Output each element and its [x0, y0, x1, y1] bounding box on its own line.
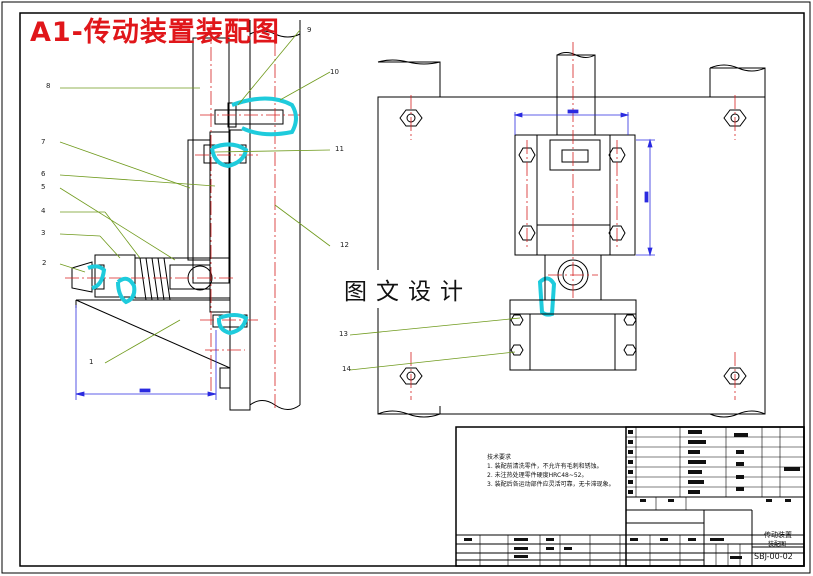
right-post — [709, 67, 766, 97]
balloon-label-14: 14 — [342, 365, 351, 373]
balloon-label-1: 1 — [89, 358, 94, 366]
base-block — [509, 299, 637, 371]
balloon-label-3: 3 — [41, 229, 46, 237]
highlight-marks — [87, 96, 557, 336]
balloon-label-7: 7 — [41, 138, 46, 146]
bracket-plate — [187, 139, 211, 261]
balloon-label-9: 9 — [307, 26, 312, 34]
notes-item: 1. 装配前清洗零件，不允许有毛刺和锈蚀。 — [487, 463, 603, 470]
drawing-number: SBJ-00-02 — [754, 552, 793, 561]
spring — [139, 257, 171, 301]
front-centerlines — [410, 42, 736, 400]
balloon-label-12: 12 — [340, 241, 349, 249]
hex-nut — [71, 261, 93, 293]
side-dimension — [75, 305, 217, 400]
frame-plate — [377, 96, 766, 415]
front-dimensions — [513, 109, 655, 257]
drawing-name-line-2: 装配图 — [768, 541, 787, 548]
notes-item: 2. 未注热处理零件硬度HRC48~52。 — [487, 472, 588, 479]
title-block-grid — [479, 427, 804, 566]
sheet-inner-border — [19, 12, 805, 567]
notes-item: 3. 装配后各运动部件应灵活可靠，无卡滞现象。 — [487, 481, 615, 488]
title-block-fill-marks — [464, 430, 800, 559]
notes-heading: 技术要求 — [487, 454, 512, 461]
balloon-label-2: 2 — [42, 259, 47, 267]
drawing-title: A1-传动装置装配图 — [30, 17, 280, 48]
mounting-plate — [229, 129, 251, 411]
side-centerlines — [65, 20, 300, 410]
watermark-text: 图文设计 — [338, 270, 478, 308]
balloon-label-4: 4 — [41, 207, 46, 215]
balloon-label-6: 6 — [41, 170, 46, 178]
title-block — [455, 426, 805, 567]
leader-lines — [59, 29, 521, 371]
drawing-name-line-1: 传动装置 — [764, 531, 792, 539]
balloon-label-5: 5 — [41, 183, 46, 191]
balloon-label-11: 11 — [335, 145, 344, 153]
technical-notes: 技术要求 1. 装配前清洗零件，不允许有毛刺和锈蚀。 2. 未注热处理零件硬度H… — [487, 453, 615, 489]
front-view — [377, 52, 766, 418]
balloon-label-8: 8 — [46, 82, 51, 90]
base-wedge — [75, 299, 231, 369]
balloon-label-13: 13 — [339, 330, 348, 338]
balloon-label-10: 10 — [330, 68, 339, 76]
side-view — [71, 20, 301, 411]
center-shaft — [556, 54, 596, 136]
